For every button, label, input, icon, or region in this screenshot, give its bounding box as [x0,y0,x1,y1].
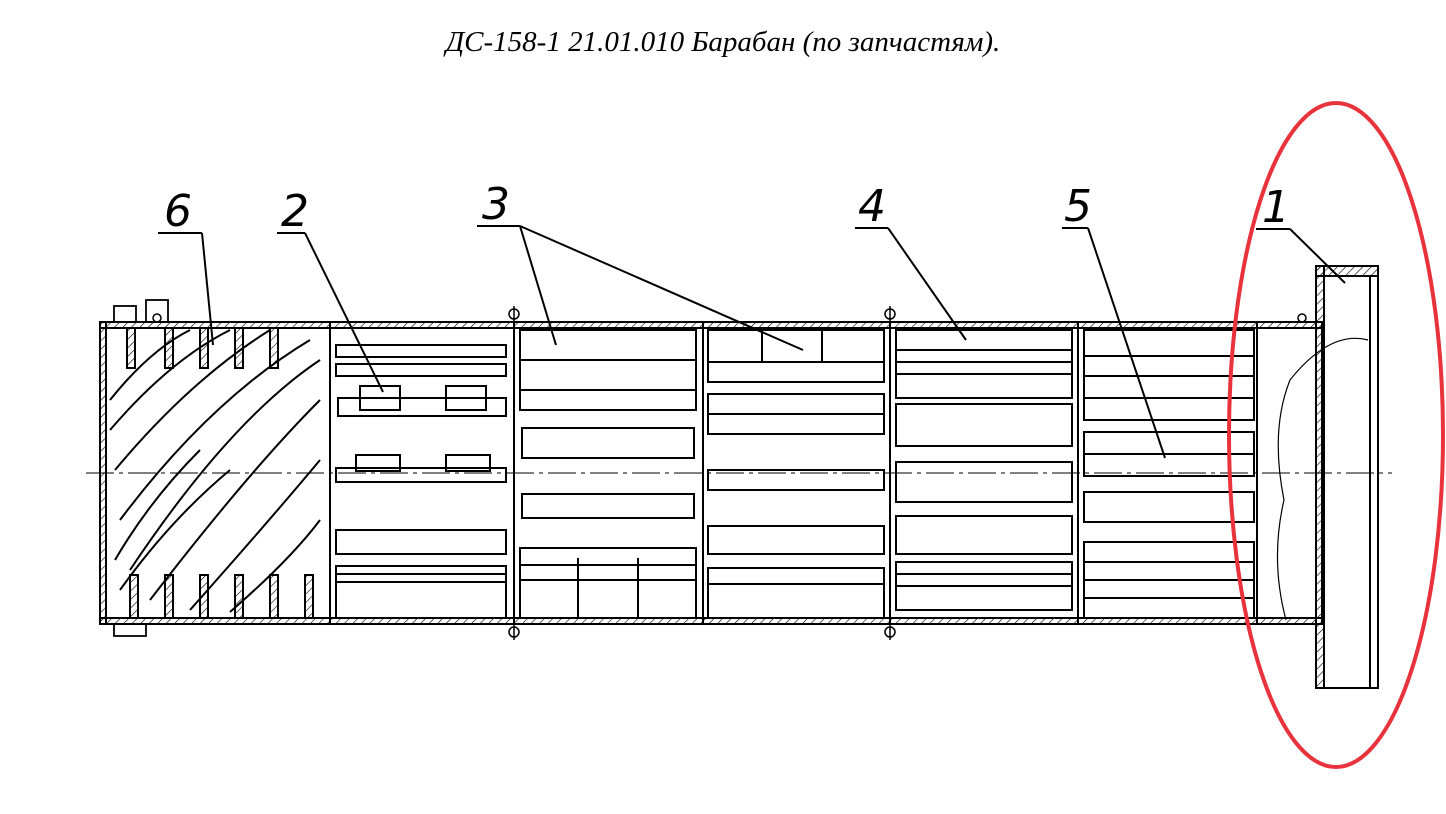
callout-6: 6 [164,186,192,237]
flange-bolts [152,306,1307,640]
highlight-ellipse [1227,101,1445,769]
part-1-outlet-ring [1276,265,1379,689]
section-5-lifters [1083,329,1255,619]
section-4-lifters [895,329,1073,611]
drawing-title: ДС-158-1 21.01.010 Барабан (по запчастям… [445,26,1001,58]
section-2-lifters [335,344,507,619]
inlet-brackets [113,299,169,637]
callout-3: 3 [482,179,510,230]
section-3-lifters [519,329,885,619]
callout-leaders [158,225,1346,459]
callout-1: 1 [1262,182,1290,233]
callout-2: 2 [281,186,309,237]
callout-5: 5 [1064,181,1092,232]
callout-4: 4 [858,181,886,232]
section-6-spiral-blades [109,327,321,619]
